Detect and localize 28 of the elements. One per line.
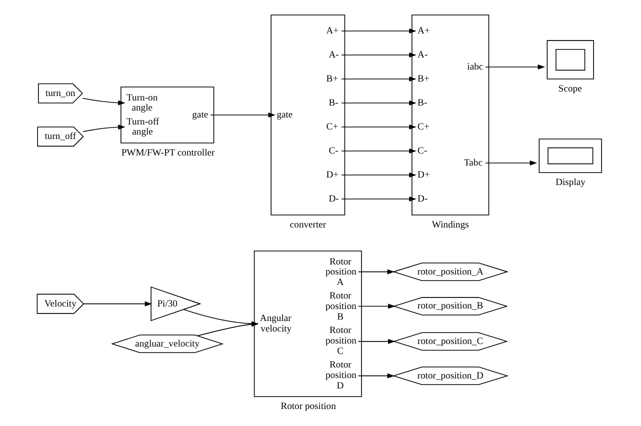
arrow (340, 124, 416, 130)
arrow (357, 338, 395, 344)
arrow (340, 100, 416, 106)
node-label: Windings (431, 219, 468, 230)
arrow (340, 28, 416, 34)
node-label: Rotor position (280, 401, 336, 412)
arrow (210, 112, 276, 118)
arrow (484, 64, 545, 70)
arrow (82, 98, 125, 106)
arrow (340, 172, 416, 178)
arrow (340, 148, 416, 154)
node-box (546, 40, 594, 80)
arrow (484, 160, 537, 166)
arrow (82, 124, 125, 132)
arrow (340, 196, 416, 202)
node-label: converter (289, 219, 326, 230)
node-label: PWM/FW-PT controller (120, 147, 214, 158)
node-box (538, 138, 602, 173)
node-box: Angular velocity Rotor position A Rotor position B Rotor position C Rotor position D (253, 250, 362, 398)
arrow (340, 76, 416, 82)
arrow (357, 373, 394, 378)
node-label: Display (555, 177, 585, 188)
node-box: Turn-on angle Turn-off angle gate (120, 86, 214, 144)
arrow (82, 301, 152, 306)
arrow (340, 52, 416, 58)
node-label: Scope (558, 83, 582, 94)
arrow (357, 269, 394, 274)
arrow (357, 304, 395, 309)
